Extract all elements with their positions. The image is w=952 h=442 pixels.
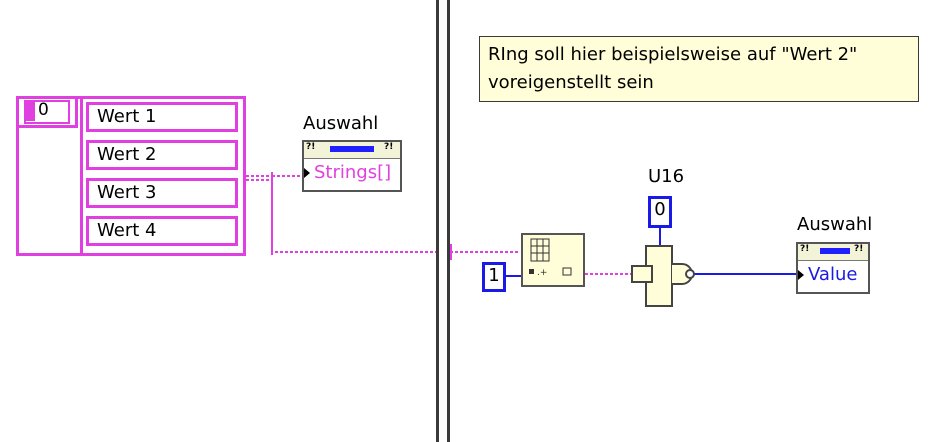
index-spinner-icon[interactable] <box>25 101 35 121</box>
property-name[interactable]: Strings[] <box>314 162 392 183</box>
array-element-2[interactable]: Wert 2 <box>86 140 238 170</box>
property-node-ref-glyph: ?! <box>306 142 316 152</box>
property-node-ref-glyph: ?! <box>384 142 394 152</box>
array-wire-to-index <box>246 175 520 253</box>
array-index-value: 0 <box>38 100 49 120</box>
property-node-label: Auswahl <box>303 113 379 134</box>
property-node-2-label: Auswahl <box>797 214 873 235</box>
property-node-2-ref-glyph: ?! <box>800 244 810 254</box>
property-node-2-ref-icon <box>820 248 850 254</box>
index-array-function[interactable]: .+ <box>521 233 585 287</box>
array-element-1[interactable]: Wert 1 <box>86 102 238 132</box>
comment-label: RIng soll hier beispielsweise auf "Wert … <box>479 36 919 102</box>
property-name-2[interactable]: Value <box>808 264 858 285</box>
write-arrow-icon <box>304 168 310 178</box>
property-node-ref-icon <box>330 146 374 152</box>
sequence-frame-border <box>436 0 450 442</box>
array-element-3[interactable]: Wert 3 <box>86 178 238 208</box>
property-node-2-ref-glyph: ?! <box>854 244 864 254</box>
u16-label: U16 <box>648 166 685 187</box>
type-cast-node <box>631 245 695 307</box>
u16-constant[interactable]: 0 <box>648 196 672 228</box>
index-array-icon: .+ <box>529 238 572 278</box>
array-element-4[interactable]: Wert 4 <box>86 216 238 246</box>
index-constant[interactable]: 1 <box>482 262 506 292</box>
write-arrow-icon <box>798 270 804 280</box>
svg-text:.+: .+ <box>537 268 547 278</box>
